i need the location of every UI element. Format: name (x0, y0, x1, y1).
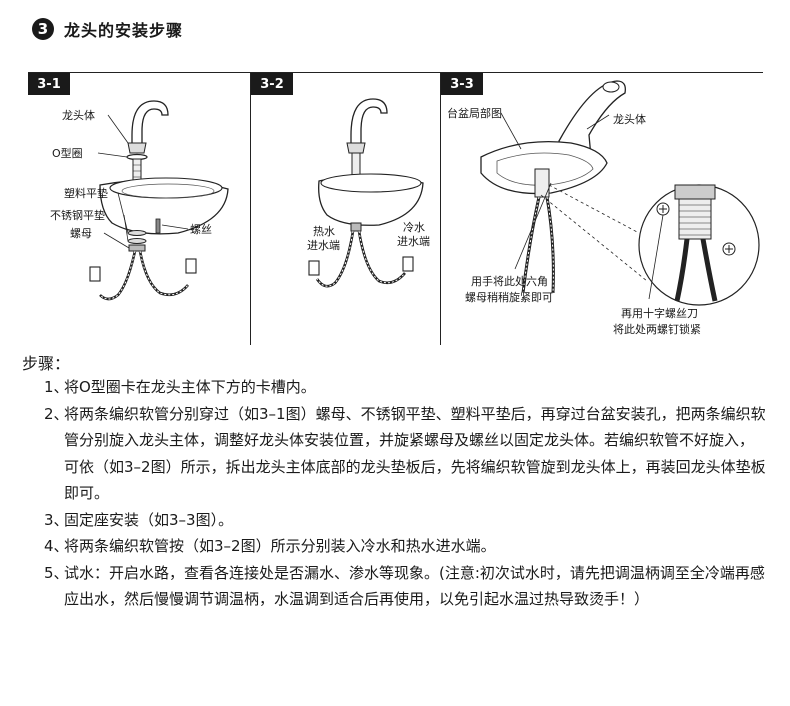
step-item: 2、 将两条编织软管分别穿过（如3–1图）螺母、不锈钢平垫、塑料平垫后，再穿过台… (44, 401, 766, 507)
step-text: 将两条编织软管按（如3–2图）所示分别装入冷水和热水进水端。 (64, 537, 496, 555)
label-basin-partial: 台盆局部图 (447, 106, 502, 120)
label-faucet-body: 龙头体 (62, 108, 95, 122)
section-number-badge: 3 (32, 18, 54, 40)
label-faucet-body: 龙头体 (613, 112, 646, 126)
section-header: 3 龙头的安装步骤 (32, 14, 183, 44)
label-o-ring: O型圈 (52, 146, 83, 160)
label-screw: 螺丝 (190, 223, 212, 236)
water-inlet-illustration: 热水 进水端 冷水 进水端 (307, 98, 430, 288)
step-item: 5、 试水：开启水路，查看各连接处是否漏水、渗水等现象。(注意:初次试水时，请先… (44, 560, 766, 613)
steps-heading: 步骤： (22, 354, 71, 373)
step-number: 2、 (44, 404, 69, 423)
faucet-exploded-illustration: 龙头体 O型圈 塑料平垫 不锈钢平垫 螺母 螺丝 (50, 100, 229, 301)
step-item: 3、 固定座安装（如3–3图）。 (44, 507, 766, 534)
label-hot-line2: 进水端 (307, 239, 340, 252)
step-text: 将两条编织软管分别穿过（如3–1图）螺母、不锈钢平垫、塑料平垫后，再穿过台盆安装… (64, 404, 766, 503)
step-text: 固定座安装（如3–3图）。 (64, 510, 234, 529)
label-steel-washer: 不锈钢平垫 (50, 208, 105, 222)
step-item: 4、 将两条编织软管按（如3–2图）所示分别装入冷水和热水进水端。 (44, 533, 766, 560)
step-number: 5、 (44, 563, 69, 582)
label-hot-line1: 热水 (313, 225, 335, 238)
steps-list: 1、 将O型圈卡在龙头主体下方的卡槽内。 2、 将两条编织软管分别穿过（如3–1… (44, 374, 766, 613)
label-hex-nut-line2: 螺母稍稍旋紧即可 (465, 290, 553, 304)
label-nut: 螺母 (70, 227, 92, 240)
label-screw-line1: 再用十字螺丝刀 (621, 306, 698, 320)
step-text: 将O型圈卡在龙头主体下方的卡槽内。 (64, 378, 316, 396)
panel-tag: 3-2 (251, 73, 293, 95)
label-plastic-washer: 塑料平垫 (64, 186, 108, 200)
step-number: 1、 (44, 378, 69, 396)
label-screw-line2: 将此处两螺钉锁紧 (613, 322, 701, 336)
panel-3-2: 3-2 热水 进水端 冷水 进水端 (250, 72, 441, 345)
step-item: 1、 将O型圈卡在龙头主体下方的卡槽内。 (44, 374, 766, 401)
panel-tag: 3-1 (28, 73, 70, 95)
panel-3-1: 3-1 (28, 72, 250, 345)
mounting-detail-illustration: 台盆局部图 龙头体 用手将此处六角 螺母稍稍旋紧即可 再用十字螺丝刀 将此处两螺… (447, 80, 760, 336)
panel-3-3: 3-3 (440, 72, 763, 345)
step-text: 试水：开启水路，查看各连接处是否漏水、渗水等现象。(注意:初次试水时，请先把调温… (64, 563, 765, 609)
illustration-panels: 3-1 (28, 72, 763, 345)
label-cold-line2: 进水端 (397, 235, 430, 248)
section-title: 龙头的安装步骤 (64, 21, 184, 40)
step-number: 3、 (44, 510, 69, 529)
label-hex-nut-line1: 用手将此处六角 (471, 274, 548, 288)
label-cold-line1: 冷水 (403, 221, 425, 234)
panel-tag: 3-3 (441, 73, 483, 95)
step-number: 4、 (44, 537, 69, 555)
